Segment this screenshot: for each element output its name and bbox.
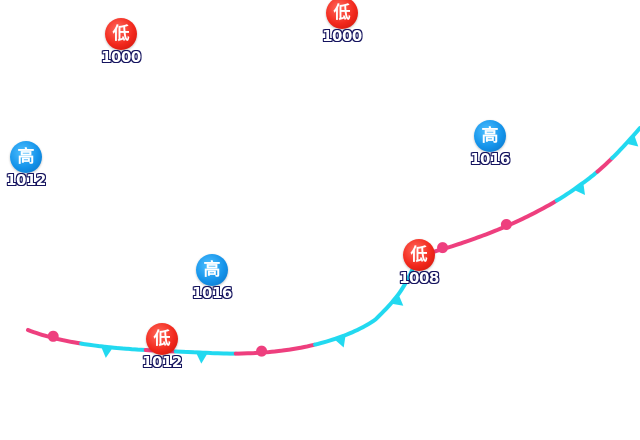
low-pressure-symbol: 低	[403, 239, 435, 271]
high-pressure-center[interactable]: 高 1012	[0, 141, 56, 189]
low-pressure-center[interactable]: 低 1008	[389, 239, 449, 287]
warm-front-pip	[500, 219, 512, 230]
cold-front-tooth	[626, 134, 639, 147]
warm-front-pip	[437, 242, 449, 254]
cold-front-segment	[610, 126, 640, 160]
high-pressure-symbol: 高	[10, 141, 42, 173]
cold-front-segment	[79, 341, 148, 352]
low-pressure-center[interactable]: 低 1000	[91, 18, 151, 66]
pressure-value: 1012	[6, 171, 46, 189]
pressure-value: 1008	[399, 269, 439, 287]
low-pressure-symbol: 低	[146, 323, 178, 355]
warm-front-pip	[256, 345, 268, 357]
low-pressure-center[interactable]: 低 1000	[312, 0, 372, 45]
low-pressure-center[interactable]: 低 1012	[132, 323, 192, 371]
cold-front-segment	[554, 169, 600, 203]
high-pressure-center[interactable]: 高 1016	[460, 120, 520, 168]
warm-front-pip	[47, 330, 59, 342]
warm-front-segment	[233, 342, 318, 356]
low-pressure-symbol: 低	[105, 18, 137, 50]
high-pressure-symbol: 高	[196, 254, 228, 286]
high-pressure-center[interactable]: 高 1016	[182, 254, 242, 302]
pressure-value: 1016	[470, 150, 510, 168]
cold-front-segment	[313, 254, 420, 347]
warm-front-segment	[595, 156, 615, 174]
pressure-value: 1012	[142, 353, 182, 371]
cold-front-tooth	[391, 294, 404, 306]
pressure-value: 1000	[322, 27, 362, 45]
cold-front-tooth	[195, 352, 208, 364]
cold-front-segment	[173, 349, 238, 356]
cold-front-tooth	[573, 182, 585, 195]
pressure-value: 1016	[192, 284, 232, 302]
pressure-value: 1000	[101, 48, 141, 66]
high-pressure-symbol: 高	[474, 120, 506, 152]
cold-front-tooth	[101, 346, 113, 358]
cold-front-tooth	[334, 335, 346, 348]
low-pressure-symbol: 低	[326, 0, 358, 29]
